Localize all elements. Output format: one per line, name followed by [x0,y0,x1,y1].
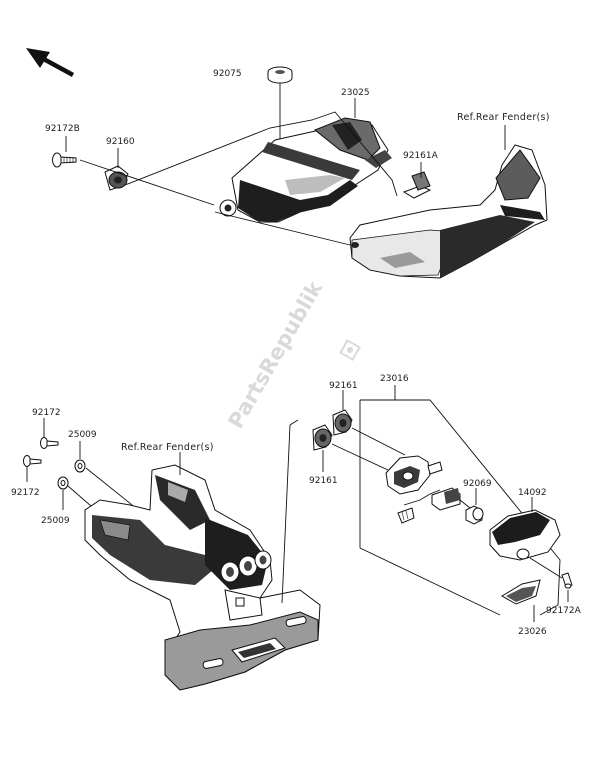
washer-25009-upper [74,459,86,473]
grommet-92161-lower [312,424,333,451]
label-23016: 23016 [380,374,409,384]
direction-arrow-icon [26,48,75,77]
label-92172A: 92172A [546,606,582,616]
leader-fender-upper [214,211,351,246]
lens-14092 [489,509,561,561]
leader-bulb-line [459,499,471,509]
label-92161A: 92161A [403,151,439,161]
screw-92172B [52,152,77,168]
screw-92172-upper [40,437,59,449]
label-92161-lower: 92161 [309,476,338,486]
label-92160: 92160 [106,137,135,147]
label-92172-upper: 92172 [32,408,61,418]
label-92075: 92075 [213,69,242,79]
screw-92172-lower [23,455,42,467]
assembly-23016-frame [360,399,561,616]
leader-92172B-assembly [79,159,215,206]
bracket-23025 [219,117,392,223]
lower-rear-fender [84,464,321,691]
leader-grommet-lower-to-socket [331,443,389,471]
leader-lens-screw [529,557,563,579]
frame-23016-bottom [359,547,501,616]
label-ref-rear-fender-upper: Ref.Rear Fender(s) [457,112,550,123]
clip-92161A [402,171,432,199]
gasket-23026 [501,579,541,605]
leader-grommet-upper-to-socket [351,427,406,456]
label-92172-lower: 92172 [11,488,40,498]
washer-25009-lower [57,476,69,490]
label-25009-lower: 25009 [41,516,70,526]
label-92161-upper: 92161 [329,381,358,391]
grommet-92075 [267,66,293,84]
bulb-92069 [465,505,484,525]
label-ref-rear-fender-lower: Ref.Rear Fender(s) [121,442,214,453]
grommet-92161-upper [332,409,353,436]
upper-assembly-outline [124,111,398,197]
screw-92172A [561,572,573,589]
lower-fender-frame-line [281,419,299,604]
label-25009-upper: 25009 [68,430,97,440]
upper-rear-fender [349,144,548,279]
watermark-logo-icon [339,339,361,361]
label-23025-top: 23025 [341,88,370,98]
label-92172B: 92172B [45,124,80,134]
label-14092: 14092 [518,488,547,498]
damper-92160 [104,165,129,191]
watermark: PartsRepublik [224,276,328,432]
socket-assembly [385,455,461,524]
label-92069: 92069 [463,479,492,489]
label-23026: 23026 [518,627,547,637]
